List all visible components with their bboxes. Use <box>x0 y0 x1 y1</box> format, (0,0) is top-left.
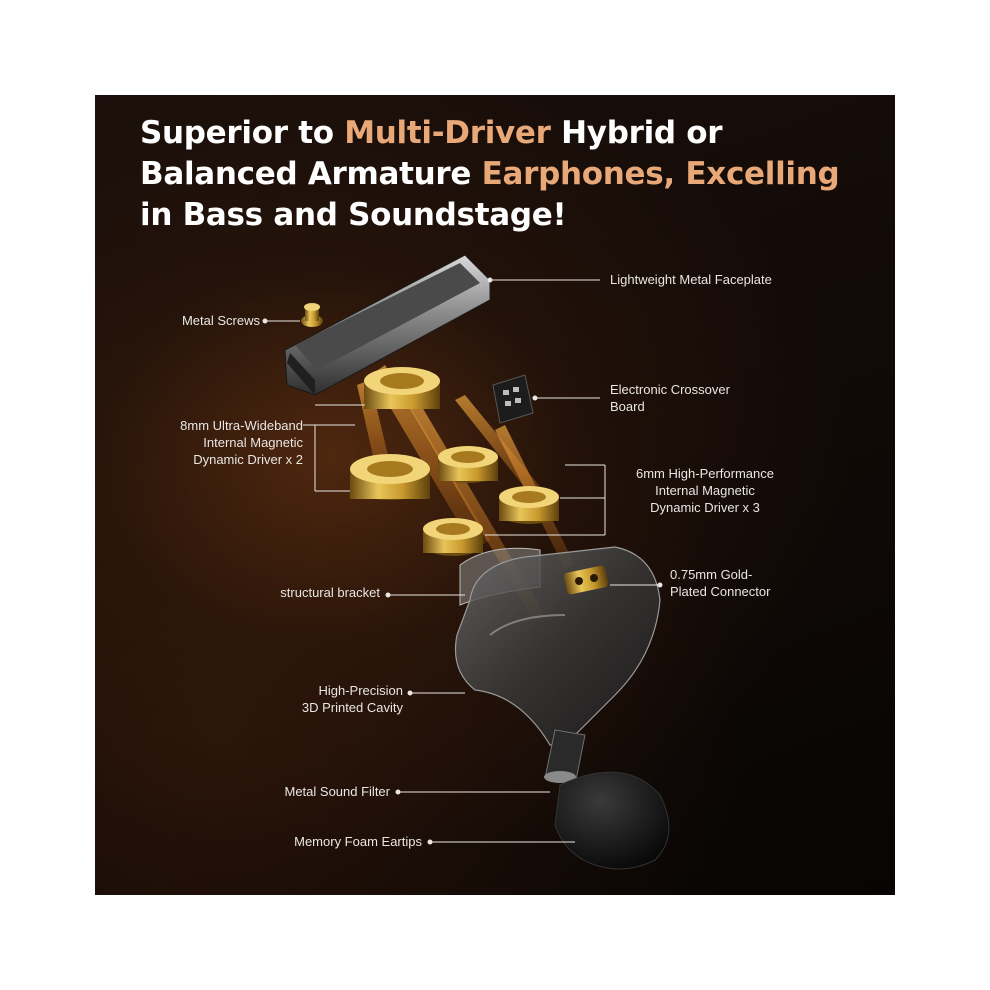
headline-line1-b: Multi-Driver <box>344 115 562 151</box>
headline-line1-a: Superior to <box>140 115 345 151</box>
driver-8mm-bottom <box>350 454 430 500</box>
label-driver-8mm: 8mm Ultra-Wideband Internal Magnetic Dyn… <box>135 417 303 468</box>
label-connector-line1: 0.75mm Gold- <box>670 567 753 582</box>
headline-line2-a: Balanced Armature <box>140 156 482 192</box>
driver-8mm-top <box>364 367 440 409</box>
driver-6mm-a <box>438 446 498 483</box>
label-driver-6mm-line2: Internal Magnetic <box>655 483 755 498</box>
metal-faceplate <box>284 254 491 396</box>
metal-screw-icon <box>301 303 323 327</box>
headline-line1-c: Hybrid or <box>561 115 723 151</box>
memory-foam-eartip <box>554 771 670 870</box>
headline-line2-b: Earphones, Excelling <box>481 156 840 192</box>
label-faceplate: Lightweight Metal Faceplate <box>610 272 772 287</box>
driver-6mm-c <box>423 518 483 556</box>
label-driver-6mm: 6mm High-Performance Internal Magnetic D… <box>615 465 795 516</box>
label-crossover-line2: Board <box>610 399 645 414</box>
exploded-earphone-illustration <box>262 254 670 870</box>
label-sound-filter: Metal Sound Filter <box>284 784 391 799</box>
label-metal-screws: Metal Screws <box>181 313 260 328</box>
label-crossover: Electronic Crossover Board <box>610 381 730 415</box>
metal-sound-filter <box>544 729 586 786</box>
label-driver-8mm-line1: 8mm Ultra-Wideband <box>180 418 303 433</box>
driver-6mm-b <box>499 486 559 524</box>
leader-lines <box>262 277 663 845</box>
3d-printed-cavity <box>454 546 661 746</box>
label-cavity-line1: High-Precision <box>318 683 403 698</box>
headline-line3: in Bass and Soundstage! <box>140 197 567 233</box>
label-connector-line2: Plated Connector <box>670 584 771 599</box>
label-eartips: Memory Foam Eartips <box>294 834 422 849</box>
label-cavity-line2: 3D Printed Cavity <box>301 700 403 715</box>
label-structural-bracket: structural bracket <box>280 585 380 600</box>
label-driver-8mm-line3: Dynamic Driver x 2 <box>193 452 303 467</box>
crossover-board-icon <box>492 374 534 424</box>
label-cavity: High-Precision 3D Printed Cavity <box>255 682 403 716</box>
label-driver-8mm-line2: Internal Magnetic <box>203 435 303 450</box>
label-crossover-line1: Electronic Crossover <box>610 382 730 397</box>
label-driver-6mm-line1: 6mm High-Performance <box>636 466 774 481</box>
label-connector: 0.75mm Gold- Plated Connector <box>670 566 770 600</box>
label-driver-6mm-line3: Dynamic Driver x 3 <box>650 500 760 515</box>
headline: Superior to Multi-Driver Hybrid or Balan… <box>140 113 870 236</box>
gold-connector-icon <box>563 565 609 595</box>
product-infographic: Superior to Multi-Driver Hybrid or Balan… <box>95 95 895 895</box>
